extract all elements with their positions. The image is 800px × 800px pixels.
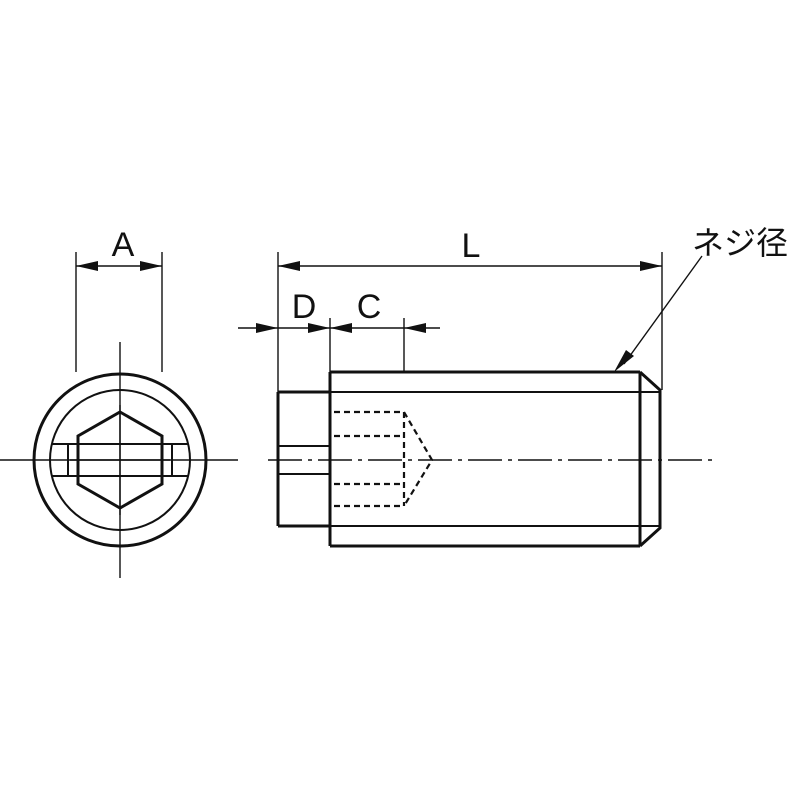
dimension-a: A — [75, 226, 163, 372]
dimension-c-label: C — [357, 288, 382, 326]
dimension-d-c: D C — [238, 288, 440, 372]
thread-leader-line — [623, 255, 703, 365]
dimension-l-arrow-right — [640, 261, 662, 271]
dimension-a-arrow-right — [140, 261, 162, 271]
dimension-d-label: D — [292, 288, 317, 326]
dimension-d-arrow-left — [256, 323, 278, 333]
hidden-socket-cone — [403, 411, 434, 507]
outer-thread-circle — [32, 372, 208, 548]
dimension-l: L — [277, 227, 663, 392]
side-view — [268, 370, 712, 548]
thread-leader-arrow — [614, 350, 634, 372]
dimension-l-label: L — [462, 227, 481, 265]
end-view — [0, 342, 238, 578]
thread-diameter-callout: ネジ径 — [614, 224, 788, 372]
thread-diameter-label: ネジ径 — [692, 224, 788, 262]
dimension-d-arrow-right — [330, 323, 352, 333]
dimension-c-arrow-left — [308, 323, 330, 333]
dimension-l-arrow-left — [278, 261, 300, 271]
inner-thread-circle — [49, 389, 191, 531]
dimension-a-label: A — [112, 226, 135, 264]
dimension-c-arrow-right — [404, 323, 426, 333]
body-chamfer — [638, 370, 662, 548]
dimension-a-arrow-left — [76, 261, 98, 271]
